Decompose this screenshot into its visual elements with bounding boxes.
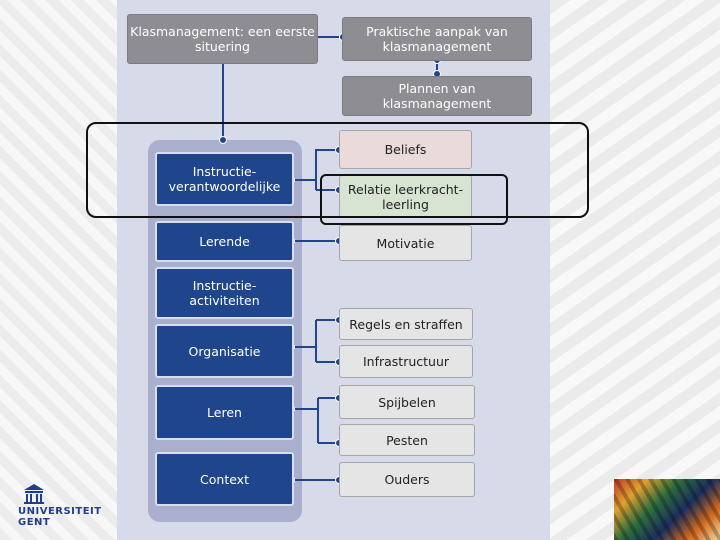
box-organisatie: Organisatie bbox=[155, 324, 294, 378]
box-motivatie: Motivatie bbox=[339, 225, 472, 261]
box-instructieverantwoordelijke: Instructie- verantwoordelijke bbox=[155, 152, 294, 206]
highlight-frame-outer bbox=[86, 122, 589, 218]
box-praktische-aanpak: Praktische aanpak van klasmanagement bbox=[342, 17, 532, 61]
box-lerende: Lerende bbox=[155, 221, 294, 262]
logo-text-universiteit: UNIVERSITEIT bbox=[18, 506, 102, 517]
box-beliefs: Beliefs bbox=[339, 130, 472, 169]
box-plannen: Plannen van klasmanagement bbox=[342, 76, 532, 116]
background-pattern-right bbox=[550, 0, 720, 540]
highlight-frame-inner bbox=[320, 174, 508, 225]
box-pesten: Pesten bbox=[339, 424, 475, 456]
background-pattern-left bbox=[0, 0, 117, 540]
box-klasmanagement-situering: Klasmanagement: een eerste situering bbox=[127, 14, 318, 64]
university-logo-icon bbox=[24, 484, 44, 504]
box-ouders: Ouders bbox=[339, 462, 475, 497]
box-context: Context bbox=[155, 452, 294, 506]
box-relatie-leerkracht-leerling: Relatie leerkracht- leerling bbox=[339, 175, 472, 218]
decorative-artwork-image bbox=[614, 479, 720, 540]
box-infrastructuur: Infrastructuur bbox=[339, 345, 473, 378]
box-instructieactiviteiten: Instructie- activiteiten bbox=[155, 267, 294, 319]
box-spijbelen: Spijbelen bbox=[339, 385, 475, 419]
box-leren: Leren bbox=[155, 385, 294, 440]
box-regels-en-straffen: Regels en straffen bbox=[339, 308, 473, 340]
logo-text-gent: GENT bbox=[18, 517, 51, 528]
